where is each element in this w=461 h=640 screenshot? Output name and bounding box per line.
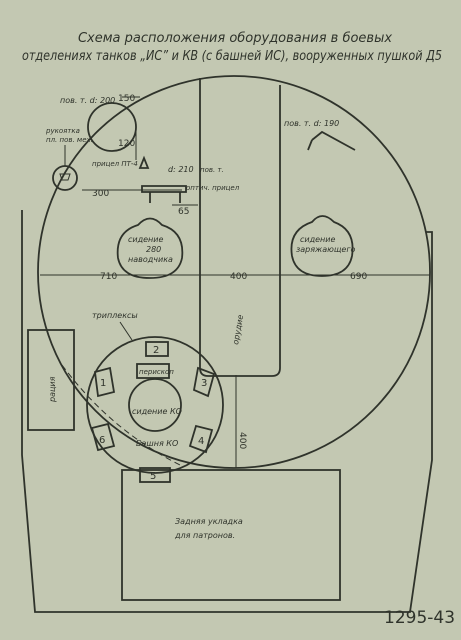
hatch-5 <box>139 467 171 483</box>
commander-device-label: перископ <box>139 368 174 376</box>
commander-seat-label: сидение КО <box>132 407 182 416</box>
svg-text:4: 4 <box>198 436 204 447</box>
optic-sight-block <box>141 185 187 193</box>
dim-300: 300 <box>92 189 109 199</box>
loader-seat-label: сидение <box>300 235 335 244</box>
gunner-seat-label-2: наводчика <box>128 255 173 264</box>
dim-150: 150 <box>118 94 135 104</box>
commander-turret <box>86 336 224 474</box>
archive-stamp: 1295-43 <box>384 608 455 628</box>
periscope-left-label: пов. т. d: 200 <box>60 96 115 105</box>
dim-120: 120 <box>118 139 135 149</box>
svg-text:3: 3 <box>201 378 207 389</box>
gun-channel <box>199 78 281 377</box>
radio-box <box>27 329 75 431</box>
hatch-3 <box>192 366 216 398</box>
loader-seat-label-2: заряжающего <box>296 245 356 254</box>
gunner-seat <box>116 217 184 279</box>
hatch-2 <box>145 341 169 357</box>
handle-circle <box>52 165 78 191</box>
hatch-4 <box>188 424 214 454</box>
hatch-6 <box>90 422 116 452</box>
turret-ko-label: Башня КО <box>136 439 178 448</box>
hatch-1 <box>94 366 116 398</box>
dim-65: 65 <box>178 207 189 217</box>
handle-label: рукоятка <box>45 127 80 135</box>
svg-text:2: 2 <box>153 345 159 356</box>
loader-seat <box>290 215 354 277</box>
sight-d-label: d: 210 <box>168 165 194 174</box>
svg-text:5: 5 <box>150 471 156 482</box>
sight-pt4-icon <box>138 155 150 169</box>
svg-text:1: 1 <box>100 378 106 389</box>
rear-rack-label-2: для патронов. <box>174 531 235 540</box>
fighting-compartment-circle <box>37 75 431 469</box>
gun-label: орудие <box>231 314 245 346</box>
svg-text:6: 6 <box>99 435 105 446</box>
sight-pt4-label: прицел ПТ-4 <box>92 160 138 168</box>
gunner-seat-dim: 280 <box>146 245 161 254</box>
hull-outline <box>21 210 433 613</box>
rear-ammo-rack <box>121 469 341 601</box>
gunner-seat-label: сидение <box>128 235 163 244</box>
handle-label-2: пл. пов. мех. <box>46 136 93 144</box>
dim-400: 400 <box>230 272 247 282</box>
title-line-1: Схема расположения оборудования в боевых <box>78 31 392 46</box>
rear-rack-label: Задняя укладка <box>175 517 243 526</box>
triplexes-label: триплексы <box>92 311 138 320</box>
sight-device-label: пов. т. <box>200 166 224 174</box>
title-line-2: отделениях танков „ИС” и КВ (с башней ИС… <box>22 49 442 64</box>
dim-710: 710 <box>100 272 117 282</box>
periscope-right-label: пов. т. d: 190 <box>284 119 339 128</box>
dim-690: 690 <box>350 272 367 282</box>
periscope-right <box>311 130 356 151</box>
commander-device-box <box>136 363 170 379</box>
dim-400-vertical: 400 <box>237 432 247 449</box>
radio-label: рация <box>48 376 57 403</box>
optic-sight-label: оптич. прицел <box>186 184 240 192</box>
commander-seat <box>128 378 182 432</box>
